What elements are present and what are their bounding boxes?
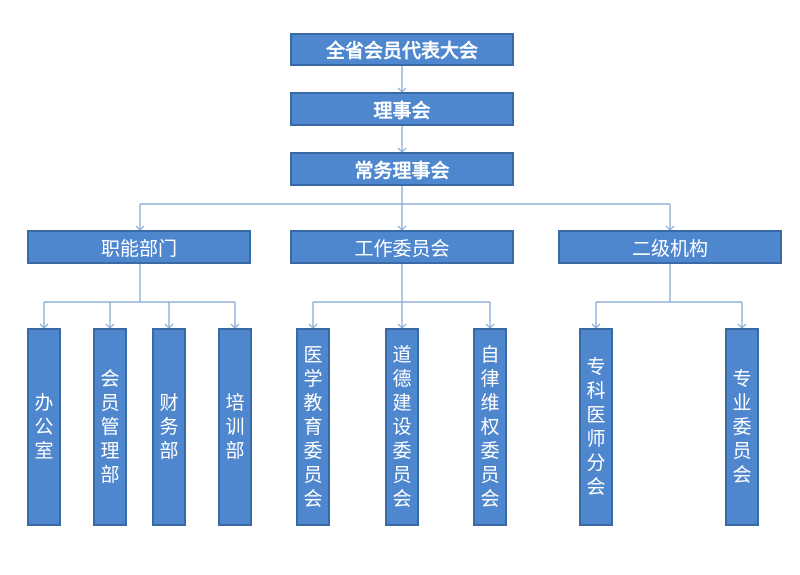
node-self-discipline-committee: 自律维权委员会 bbox=[473, 328, 507, 526]
node-council: 理事会 bbox=[290, 92, 514, 126]
node-membership-dept: 会员管理部 bbox=[93, 328, 127, 526]
node-congress: 全省会员代表大会 bbox=[290, 33, 514, 66]
node-specialist-branch: 专科医师分会 bbox=[579, 328, 613, 526]
node-med-edu-committee-label: 医学教育委员会 bbox=[303, 344, 323, 510]
node-finance-dept: 财务部 bbox=[152, 328, 186, 526]
node-standing-council: 常务理事会 bbox=[290, 152, 514, 186]
node-standing-council-label: 常务理事会 bbox=[354, 159, 450, 182]
node-working-committees-label: 工作委员会 bbox=[354, 237, 450, 260]
node-ethics-committee-label: 道德建设委员会 bbox=[392, 344, 412, 510]
node-functional-depts: 职能部门 bbox=[27, 230, 251, 264]
node-council-label: 理事会 bbox=[373, 99, 431, 122]
node-finance-dept-label: 财务部 bbox=[159, 392, 179, 462]
node-med-edu-committee: 医学教育委员会 bbox=[296, 328, 330, 526]
node-ethics-committee: 道德建设委员会 bbox=[385, 328, 419, 526]
node-specialist-branch-label: 专科医师分会 bbox=[586, 356, 606, 498]
node-specialty-committee: 专业委员会 bbox=[725, 328, 759, 526]
node-secondary-orgs-label: 二级机构 bbox=[631, 237, 708, 260]
node-training-dept: 培训部 bbox=[218, 328, 252, 526]
node-functional-depts-label: 职能部门 bbox=[100, 237, 177, 260]
node-congress-label: 全省会员代表大会 bbox=[325, 40, 478, 62]
node-secondary-orgs: 二级机构 bbox=[558, 230, 782, 264]
node-working-committees: 工作委员会 bbox=[290, 230, 514, 264]
node-office-label: 办公室 bbox=[34, 392, 54, 462]
node-office: 办公室 bbox=[27, 328, 61, 526]
node-self-discipline-committee-label: 自律维权委员会 bbox=[480, 344, 500, 510]
node-membership-dept-label: 会员管理部 bbox=[100, 368, 120, 486]
node-training-dept-label: 培训部 bbox=[225, 392, 245, 462]
node-specialty-committee-label: 专业委员会 bbox=[732, 368, 752, 486]
